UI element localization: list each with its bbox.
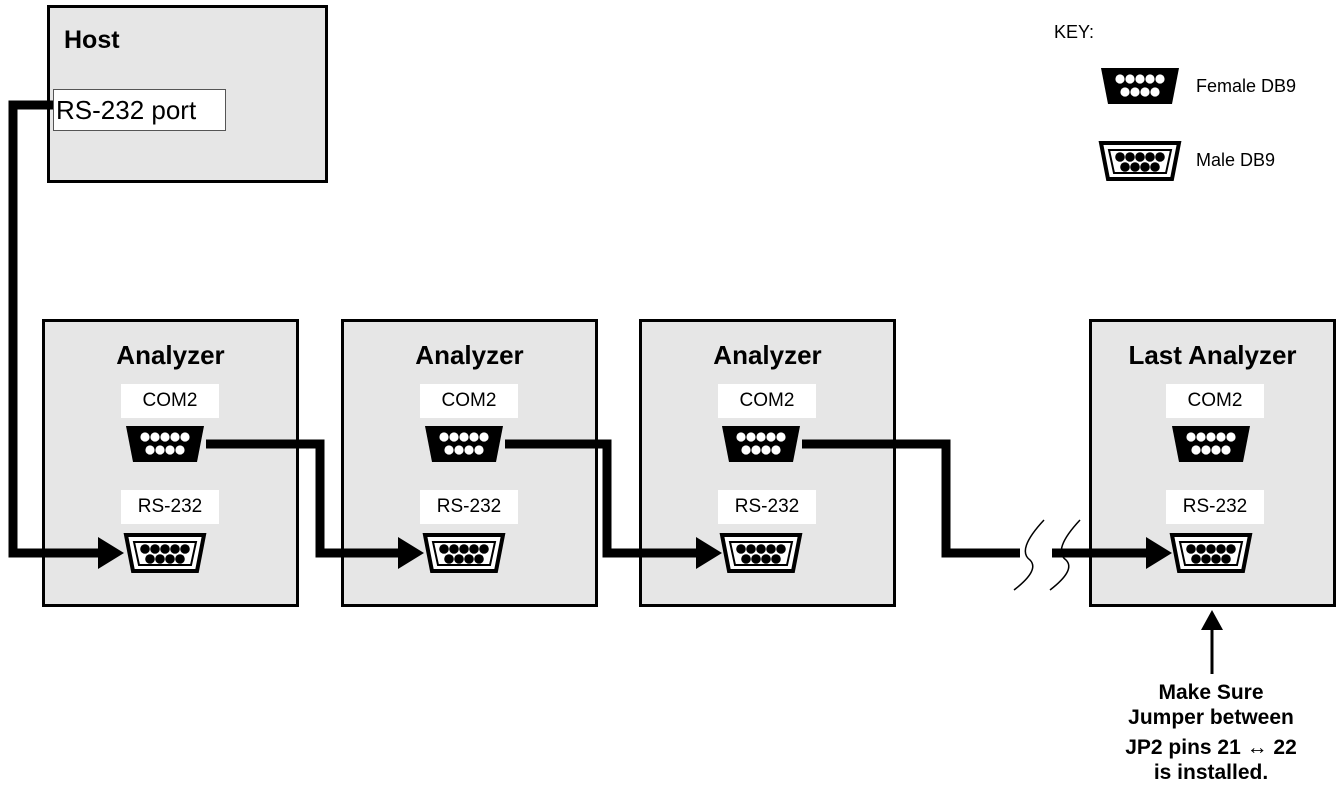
host-box: Host RS-232 port: [47, 5, 328, 183]
rs232-label: RS-232: [420, 490, 518, 524]
arrow-head: [696, 537, 722, 569]
key-title: KEY:: [1054, 22, 1095, 42]
arrow-head: [98, 537, 124, 569]
rs232-label: RS-232: [718, 490, 816, 524]
female-db9-icon: [1101, 68, 1179, 104]
cable-analyzer1-to-analyzer2: [206, 439, 404, 558]
female-db9-icon: [425, 426, 503, 462]
note-line-2: Jumper between: [1128, 706, 1294, 729]
female-db9-icon: [722, 426, 800, 462]
rs232-label: RS-232: [121, 490, 219, 524]
cable-break-mark: [1049, 519, 1081, 591]
note-arrow-head: [1201, 610, 1223, 630]
cable-host-to-analyzer1: [8, 100, 104, 558]
note-line-3: JP2 pins 21 ↔ 22: [1125, 736, 1297, 759]
male-db9-icon: [720, 533, 802, 573]
rs232-label: RS-232: [1166, 490, 1264, 524]
jumper-note: Make Sure Jumper between JP2 pins 21 ↔ 2…: [1082, 680, 1340, 785]
key-male-label: Male DB9: [1196, 150, 1276, 170]
analyzer-title: Analyzer: [116, 340, 225, 370]
arrow-head: [398, 537, 424, 569]
arrow-head: [1146, 537, 1172, 569]
host-rs232-port: RS-232 port: [53, 89, 226, 131]
com2-label: COM2: [1166, 384, 1264, 418]
male-db9-icon: [423, 533, 505, 573]
last-analyzer-title: Last Analyzer: [1128, 340, 1297, 370]
note-line-4: is installed.: [1153, 761, 1269, 784]
com2-label: COM2: [121, 384, 219, 418]
key-female-label: Female DB9: [1196, 76, 1297, 96]
analyzer-title: Analyzer: [415, 340, 524, 370]
analyzer-title: Analyzer: [713, 340, 822, 370]
cable-break-mark: [1013, 519, 1045, 591]
male-db9-icon: [124, 533, 206, 573]
male-db9-icon: [1099, 141, 1181, 181]
com2-label: COM2: [718, 384, 816, 418]
cable-analyzer3-to-last: [802, 439, 1020, 558]
female-db9-icon: [126, 426, 204, 462]
male-db9-icon: [1170, 533, 1252, 573]
host-title: Host: [64, 26, 120, 54]
com2-label: COM2: [420, 384, 518, 418]
note-line-1: Make Sure: [1158, 681, 1264, 704]
cable-analyzer2-to-analyzer3: [505, 439, 702, 558]
female-db9-icon: [1172, 426, 1250, 462]
